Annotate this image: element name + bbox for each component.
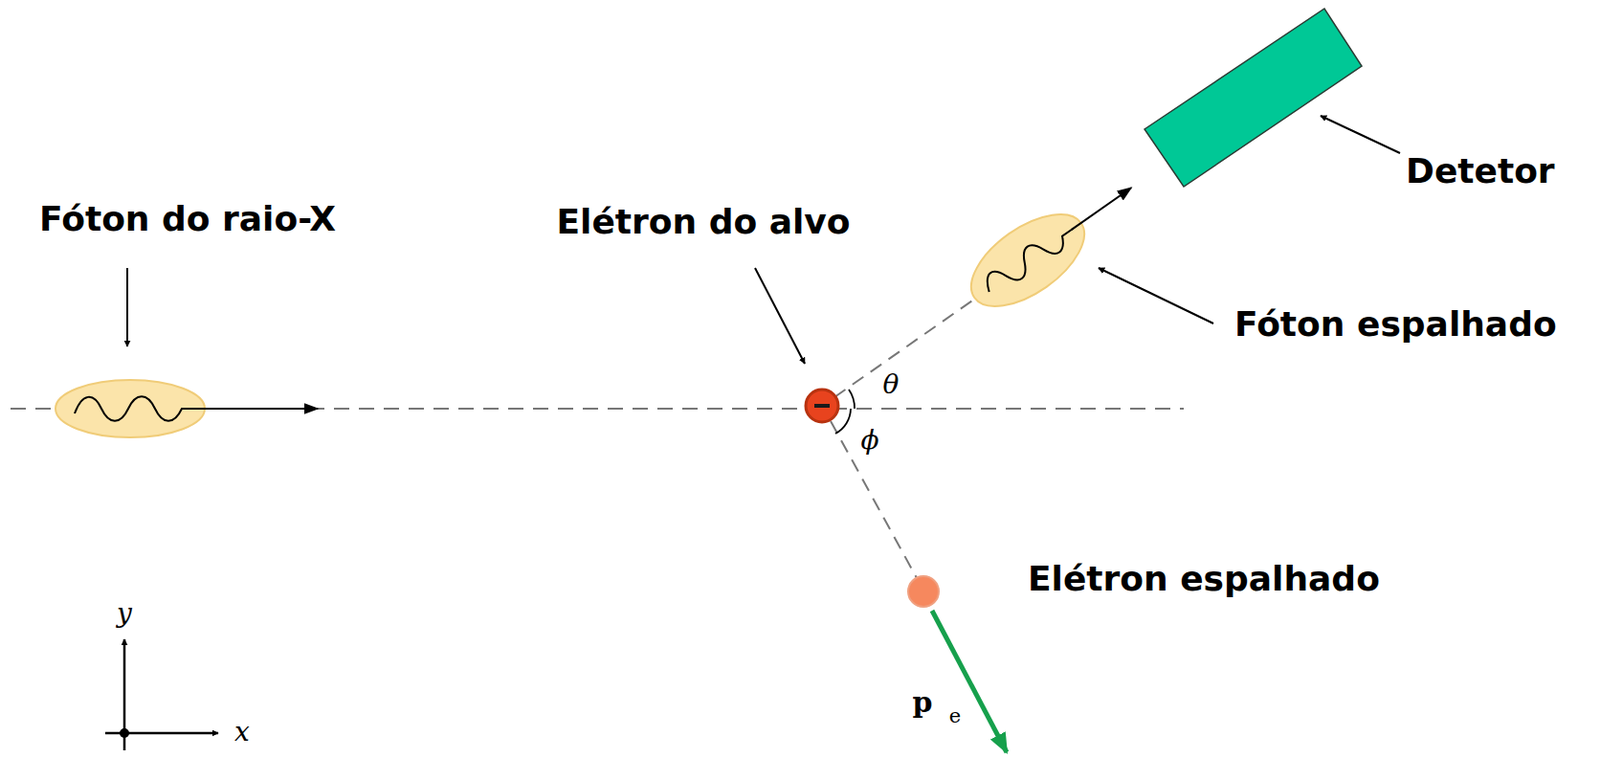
vector-label: p [912,686,934,720]
theta-arc [848,389,855,409]
photon-path [834,298,976,398]
electron-label: Elétron do alvo [555,201,850,242]
photon-label: Fóton do raio-X [39,199,336,239]
detector-label: Detetor [1405,151,1556,191]
leader-line [126,267,129,347]
angle-label: θ [883,369,900,400]
leader-line [755,267,805,364]
leader-line [1098,267,1214,324]
leader-line [1320,115,1400,154]
scattered-electron [908,576,939,607]
coordinate-axes [105,639,219,751]
axis-label: x [234,716,250,748]
target-electron [805,389,839,423]
axis-label: y [116,598,133,629]
incoming-photon [55,379,318,438]
detector-box [1144,8,1362,187]
electron-label: Elétron espalhado [1027,558,1380,599]
angle-label: ϕ [860,424,879,456]
vector-subscript: e [949,704,961,728]
momentum-vector [932,610,1007,753]
photon-label: Fóton espalhado [1234,304,1557,344]
scattered-photon [955,160,1151,324]
electron-path [830,421,917,578]
